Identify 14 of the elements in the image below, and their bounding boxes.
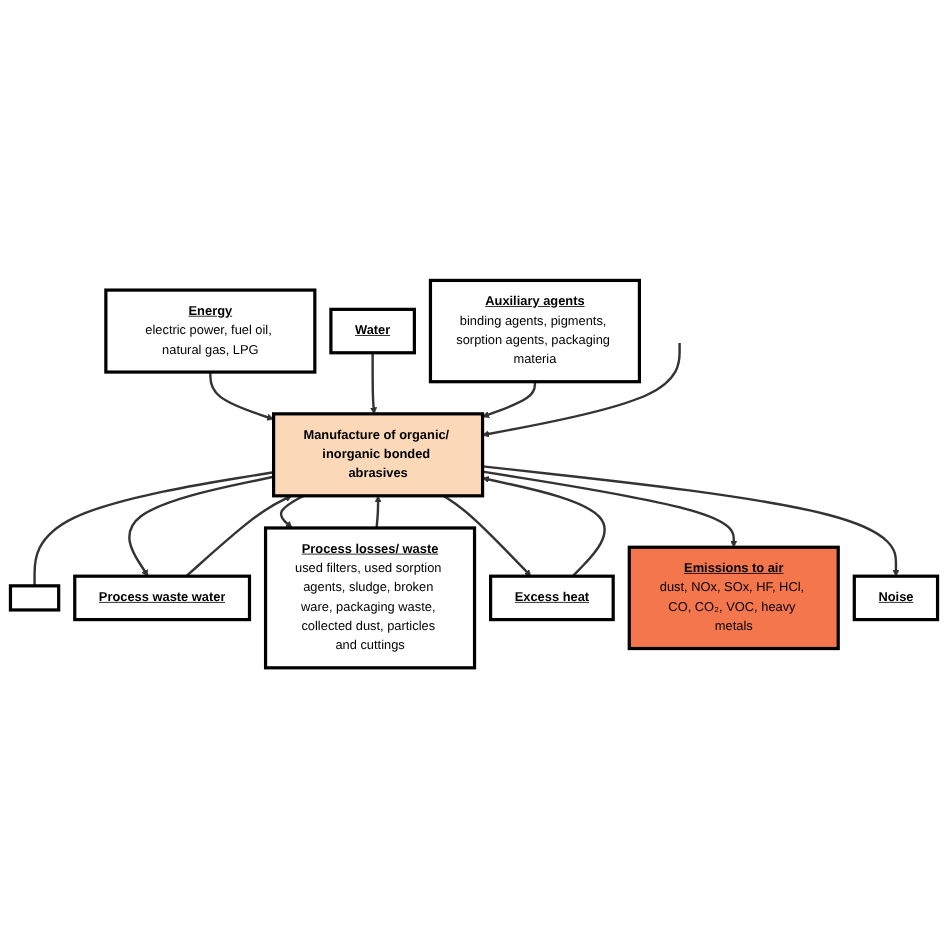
arrow [209, 371, 274, 421]
arrow [374, 495, 382, 528]
connector [33, 470, 274, 586]
arrow [442, 494, 532, 577]
arrow [482, 470, 738, 548]
arrow [482, 381, 537, 418]
arrow [482, 465, 900, 577]
node-box [8, 584, 61, 612]
arrow [482, 475, 606, 577]
arrow [185, 495, 293, 577]
arrow [128, 475, 274, 577]
arrow [279, 494, 304, 529]
arrow [370, 352, 378, 415]
arrow [482, 343, 681, 438]
